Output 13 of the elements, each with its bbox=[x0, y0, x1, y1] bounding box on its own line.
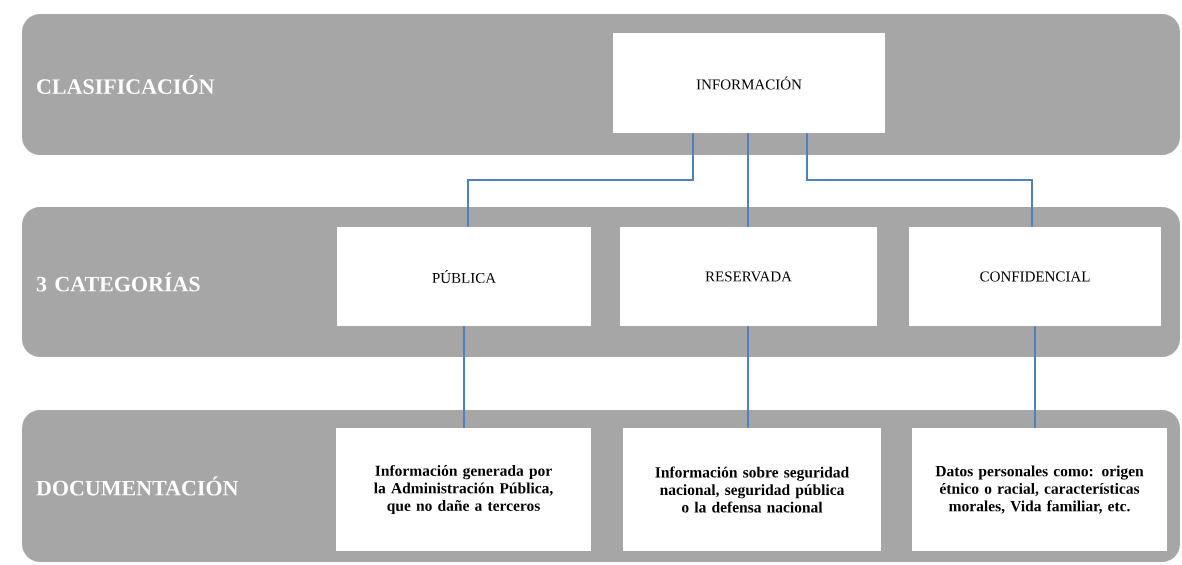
description-box: Datos personales como: origen étnico o racial, características morales, Vida familiar, etc. bbox=[912, 428, 1167, 551]
description-box: Información generada por la Administración Pública, que no dañe a terceros bbox=[336, 428, 591, 551]
category-box: INFORMACIÓN bbox=[613, 33, 885, 133]
category-box: PÚBLICA bbox=[337, 227, 591, 326]
connector-line bbox=[747, 132, 749, 228]
category-box: RESERVADA bbox=[620, 227, 877, 326]
connector-line bbox=[467, 132, 694, 228]
connector-line bbox=[463, 325, 465, 429]
connector-line bbox=[747, 325, 749, 429]
connector-line bbox=[1034, 325, 1036, 429]
category-box: CONFIDENCIAL bbox=[909, 227, 1161, 326]
connector-line bbox=[806, 132, 1033, 228]
description-box: Información sobre seguridad nacional, seguridad pública o la defensa nacional bbox=[623, 428, 881, 551]
